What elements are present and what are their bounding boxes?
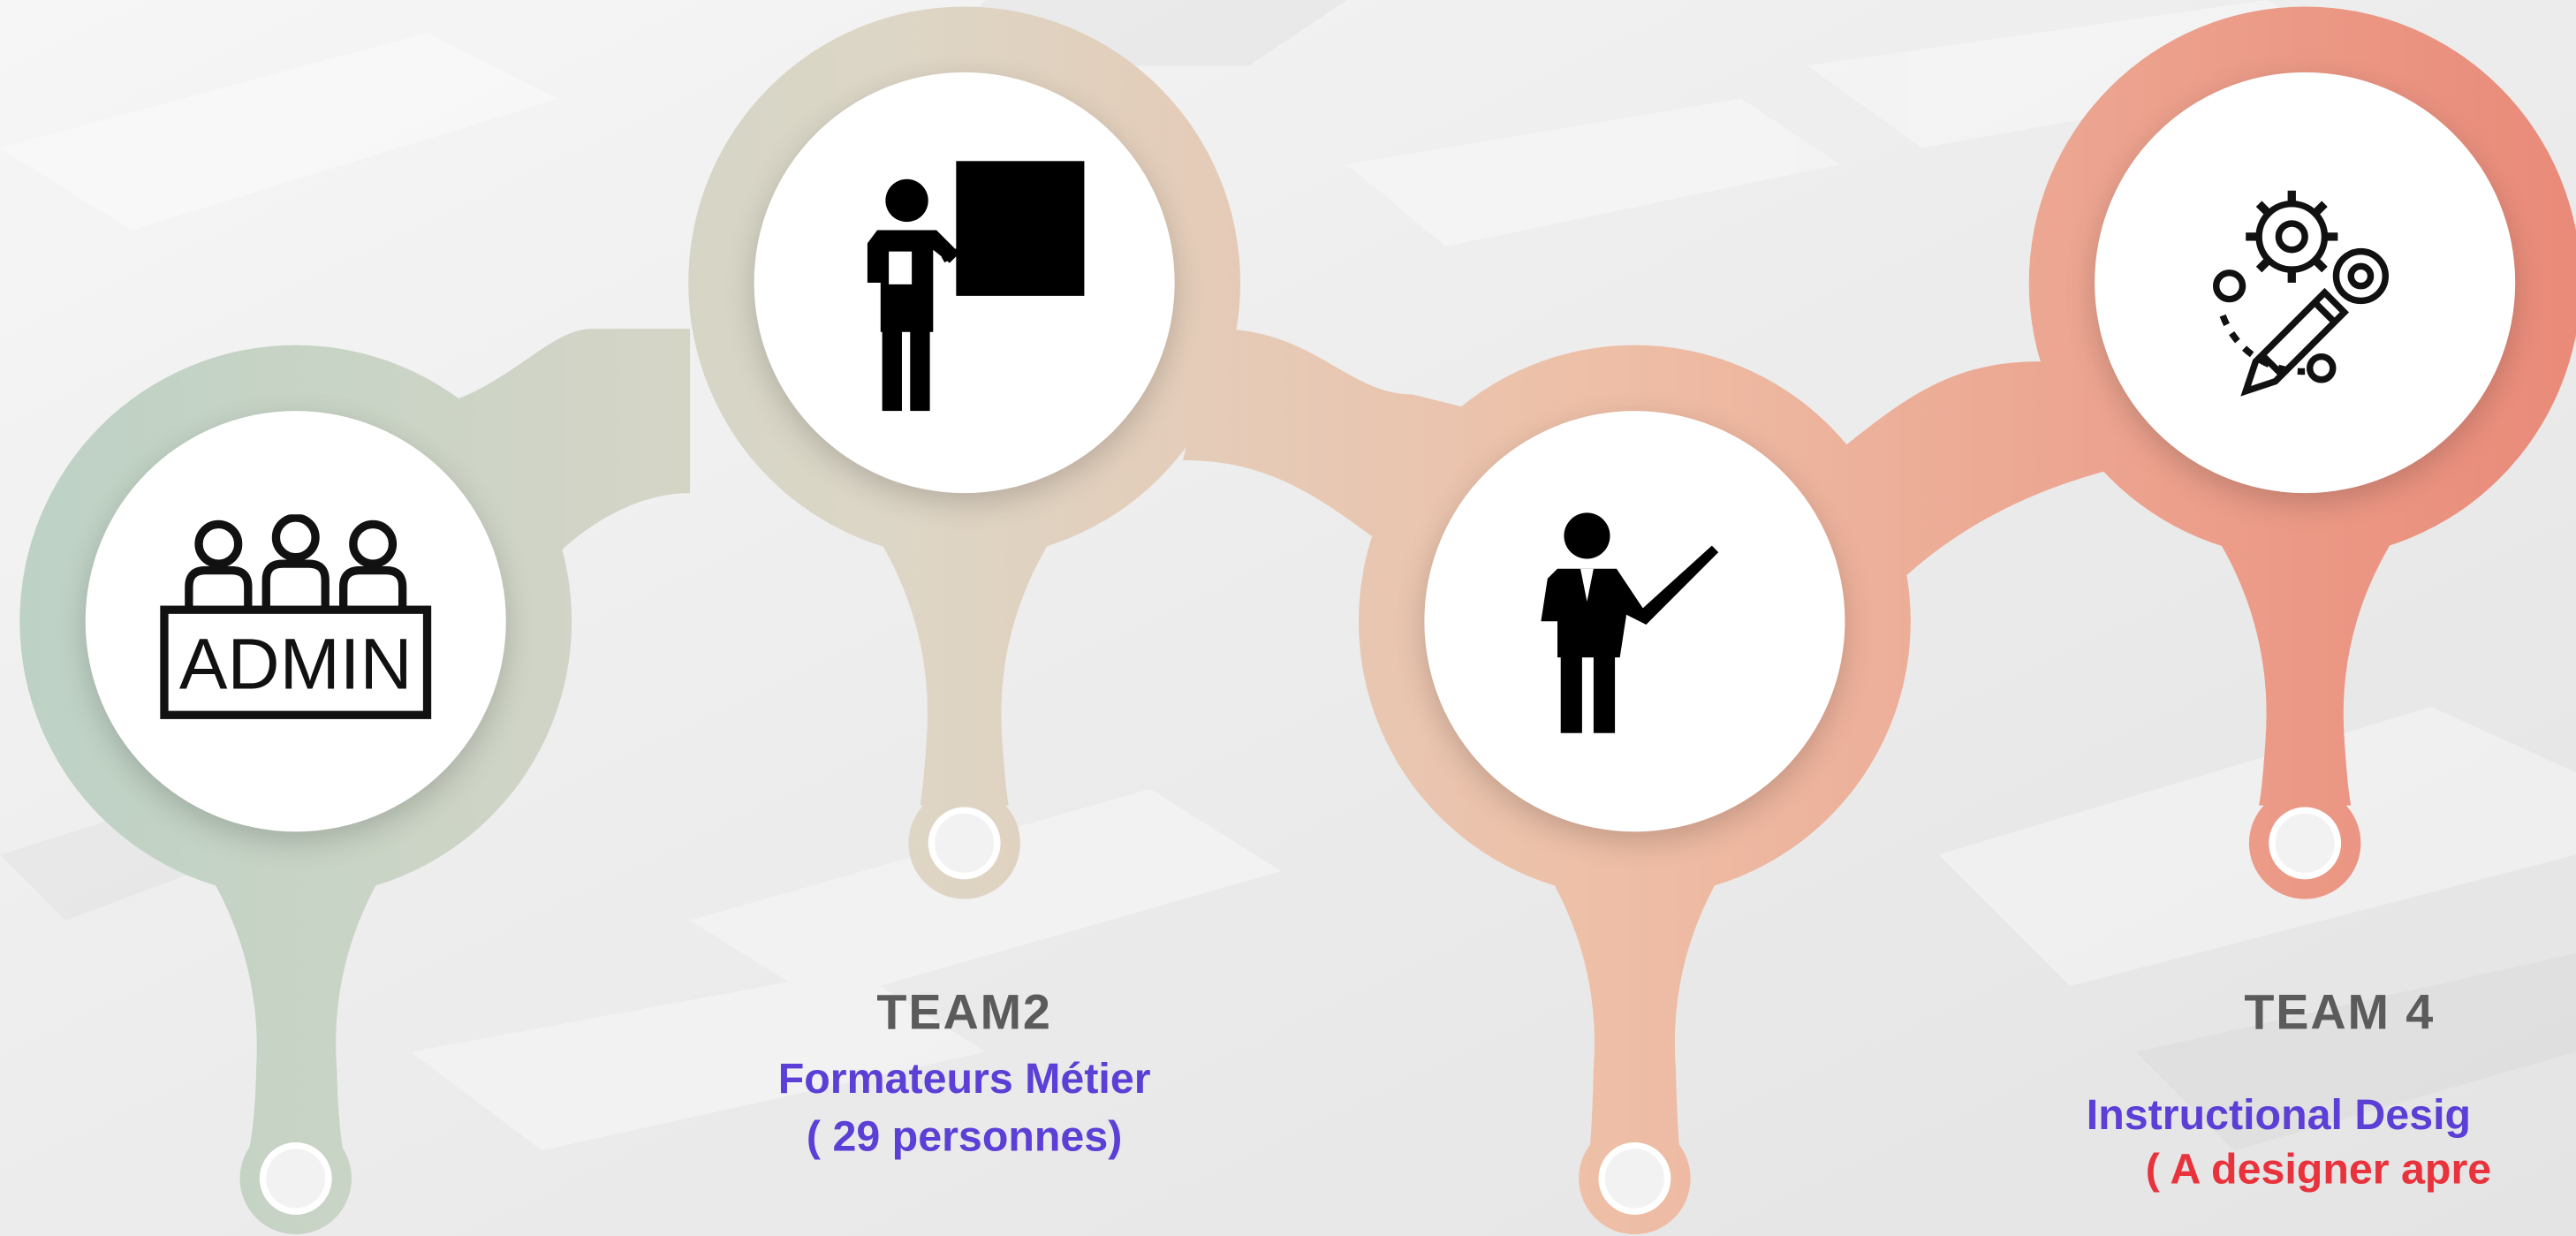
drop-4-hole [2269, 807, 2342, 880]
drop-1 [197, 854, 395, 1159]
admin-icon-text: ADMIN [179, 624, 413, 704]
connector-1-2 [394, 329, 691, 592]
drop-3-hole [1598, 1141, 1671, 1215]
drop-3 [1535, 854, 1733, 1159]
admin-group-icon: ADMIN [160, 514, 432, 719]
team4-title: TEAM 4 [2244, 986, 2436, 1041]
team2-title: TEAM2 [876, 986, 1052, 1041]
presenter-pointer-icon [1541, 512, 1719, 733]
design-gears-pencil-icon [2213, 190, 2389, 397]
node-design [2095, 72, 2516, 494]
team2-role: Formateurs Métier [777, 1053, 1151, 1103]
team2-label: TEAM2 Formateurs Métier ( 29 personnes) [778, 986, 1151, 1162]
team4-note: ( A designer apre [2145, 1142, 2492, 1193]
node-trainer-board [754, 72, 1175, 494]
team4-label: TEAM 4 Instructional Desig ( A designer … [2087, 986, 2491, 1194]
trainer-board-icon [867, 161, 1085, 412]
team2-count: ( 29 personnes) [806, 1110, 1123, 1160]
team4-role: Instructional Desig [2086, 1089, 2472, 1140]
drop-2 [870, 526, 1060, 806]
drop-2-hole [928, 807, 1001, 880]
node-admin: ADMIN [85, 411, 506, 832]
drop-4 [2209, 526, 2402, 806]
node-presenter [1424, 411, 1845, 832]
drop-1-hole [259, 1141, 332, 1215]
